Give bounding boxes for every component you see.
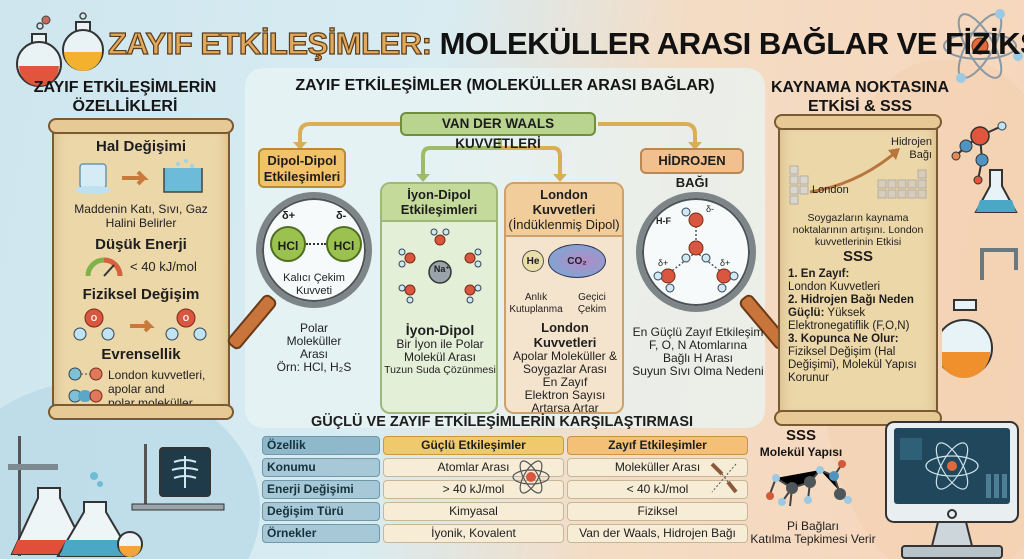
center-heading: ZAYIF ETKİLEŞİMLER (MOLEKÜLLER ARASI BAĞ… [295,77,715,94]
comparison-table: Özellik Güçlü Etkileşimler Zayıf Etkileş… [262,436,750,546]
london-caption-b: Geçici Çekim [577,292,607,315]
dipole-caption: Kalıcı Çekim Kuvveti [283,272,345,297]
atom-icon [512,460,550,494]
bottom-sss-heading: SSS [785,427,816,444]
boiling-point-caption: Soygazların kaynama noktalarının artışın… [792,212,924,248]
water-molecule-icon: O O [73,308,207,341]
molecule-pair-icon [68,367,103,403]
table-row: Değişim Türü Kimyasal Fiziksel [262,502,750,521]
hydrogen-bond-node: HİDROJEN BAĞI [640,148,744,190]
left-scroll-panel: Hal Değişimi Maddenin Katı, Sıvı, Gaz Ha… [48,118,234,420]
helium-atom: He [522,250,544,272]
ion-dipole-card: İyon-Dipol Etkileşimleri Na⁺ İyon-Dipol … [380,182,498,414]
hal-degisimi-text: Maddenin Katı, Sıvı, Gaz Halini Belirler [74,202,208,230]
chart-label-london: London [812,184,849,196]
faq-heading: SSS [842,248,873,265]
co2-molecule: CO₂ [548,244,606,278]
ion-dipole-header: İyon-Dipol Etkileşimleri [382,184,496,222]
hal-degisimi-title: Hal Değişimi [95,138,187,155]
svg-text:O: O [91,314,97,323]
dusuk-enerji-title: Düşük Enerji [95,236,187,253]
hydrogen-description: En Güçlü Zayıf Etkileşim F, O, N Atomlar… [632,325,764,378]
right-scroll-panel: Hidrojen Bağı London Soygazların kaynama… [774,114,942,426]
hcl-molecule-a: HCl [270,226,306,262]
london-caption-a: Anlık Kutuplanma [509,292,563,315]
evrensellik-title: Evrensellik [101,346,181,363]
faq-item: 1. En Zayıf:London Kuvvetleri [788,268,881,293]
sodium-ion: Na⁺ [433,264,451,274]
molecule-chain-icon [710,462,738,494]
right-panel-heading: KAYNAMA NOKTASINA ETKİSİ & SSS [770,79,950,115]
pi-bond-caption: Pi Bağları Katılma Tepkimesi Verir [750,519,876,546]
dusuk-enerji-value: < 40 kJ/mol [130,259,197,274]
hydrogen-bond-diagram [653,207,739,293]
ion-dipole-diagram [398,228,482,304]
faq-item: 2. Hidrojen Bağı Neden Güçlü: Yüksek Ele… [788,294,914,332]
dipole-magnifier: δ+ δ- HCl HCl Kalıcı Çekim Kuvveti [256,192,372,308]
flasks-icon [16,12,104,87]
tree-connectors [293,122,702,182]
ion-dipole-description: İyon-Dipol Bir İyon ile Polar Molekül Ar… [384,322,496,376]
page-title: ZAYIF ETKİLEŞİMLER: MOLEKÜLLER ARASI BAĞ… [107,25,1024,66]
fiziksel-degisim-title: Fiziksel Değişim [82,286,200,303]
svg-text:O: O [183,314,189,323]
van-der-waals-node: VAN DER WAALS KUVVETLERİ [400,112,596,151]
boiling-point-chart-icon [789,148,927,205]
computer-monitor-icon [885,421,1019,559]
left-panel-heading: ZAYIF ETKİLEŞİMLERİN ÖZELLİKLERİ [33,79,217,115]
table-row: Örnekler İyonik, Kovalent Van der Waals,… [262,524,750,543]
title-rest: MOLEKÜLLER ARASI BAĞLAR VE FİZİKSEL ÖZEL… [439,26,1024,61]
molecule-structure-subheading: Molekül Yapısı [759,445,843,459]
hydrogen-magnifier: H-F δ- δ+ δ+ [636,192,756,312]
london-header: London Kuvvetleri (İndüklenmiş Dipol) [506,184,622,237]
evrensellik-text: London kuvvetleri, apolar and polar mole… [108,368,206,410]
atom-icon [943,9,1023,83]
table-header-row: Özellik Güçlü Etkileşimler Zayıf Etkileş… [262,436,750,455]
table-row: Konumu Atomlar Arası Moleküller Arası [262,458,750,477]
gauge-icon [85,257,123,277]
ice-to-water-icon [75,159,203,194]
lab-equipment-icon [8,436,225,557]
lab-molecule-flask-icon [942,121,1018,378]
london-forces-card: London Kuvvetleri (İndüklenmiş Dipol) He… [504,182,624,415]
chart-label-hydrogen: Hidrojen Bağı [891,136,932,161]
faq-list: 1. En Zayıf:London Kuvvetleri 2. Hidroje… [788,268,936,385]
table-row: Enerji Değişimi > 40 kJ/mol < 40 kJ/mol [262,480,750,499]
pi-bond-molecule-icon [766,460,852,507]
dipole-description: Polar Moleküller Arası Örn: HCl, H₂S [276,321,352,374]
comparison-table-title: GÜÇLÜ VE ZAYIF ETKİLEŞİMLERİN KARŞILAŞTI… [310,414,694,430]
london-description: London Kuvvetleri Apolar Moleküller & So… [512,320,618,415]
hcl-molecule-b: HCl [326,226,362,262]
faq-item: 3. Kopunca Ne Olur: Fiziksel Değişim (Ha… [788,333,917,384]
dipol-dipol-node: Dipol-Dipol Etkileşimleri [258,148,346,188]
title-highlight: ZAYIF ETKİLEŞİMLER: [107,25,432,61]
